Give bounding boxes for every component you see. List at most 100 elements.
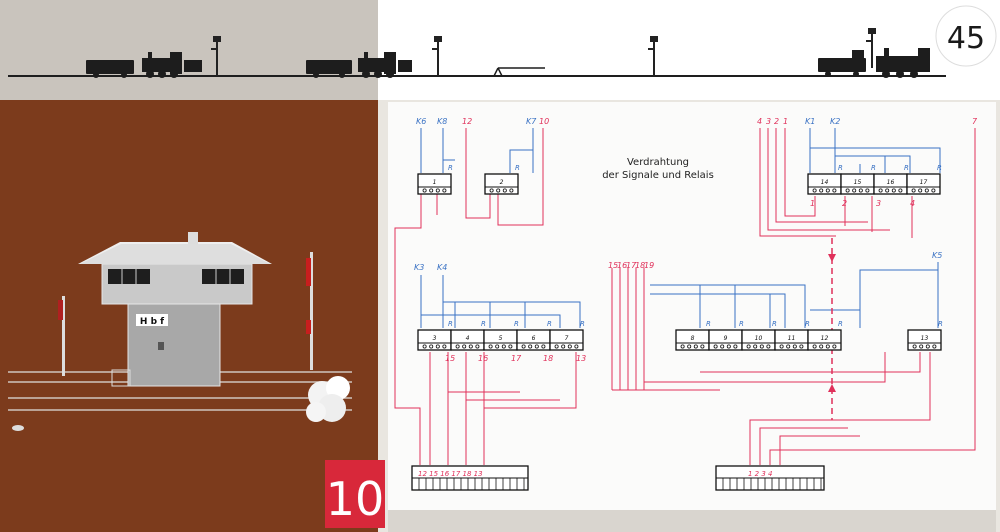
wire-label: 19: [644, 261, 654, 270]
relay-terminal-label: R: [448, 164, 453, 172]
page-number-badge: 45: [935, 5, 997, 67]
relay-terminal-label: R: [580, 320, 585, 328]
wire-label: K4: [437, 263, 447, 272]
relay-module: 7R: [549, 320, 585, 351]
wire-label: 17: [626, 261, 637, 270]
relay-module: 1R: [417, 164, 453, 195]
diagram-title-line2: der Signale und Relais: [602, 170, 714, 181]
relay-module: 16 R: [873, 164, 909, 195]
wire-label: 15: [608, 261, 618, 270]
terminal-strip: 1 2 3 4: [715, 465, 825, 491]
wire-label: 4: [910, 199, 915, 208]
wire-label: 18: [635, 261, 645, 270]
wire-label: 16: [617, 261, 627, 270]
red-wires: [394, 128, 976, 465]
scene-bush: [306, 376, 350, 422]
relay-module: 4R: [450, 320, 486, 351]
diagram-title-line1: Verdrahtung: [627, 157, 689, 168]
wire-label: 1: [783, 117, 788, 126]
relay-number: 8: [691, 335, 695, 342]
relay-terminal-label: R: [871, 164, 876, 172]
relay-module: 17 R: [906, 164, 942, 195]
wire-label-group-top-right: 4 3 2 1 K1 K2 7: [757, 117, 978, 126]
terminal-strip-label: 12 15 16 17 18 13: [418, 470, 483, 478]
relay-terminal-label: R: [448, 320, 453, 328]
diagram-panel: [388, 102, 996, 510]
relay-number: 7: [565, 335, 569, 342]
relay-module: 2R: [484, 164, 520, 195]
relay-terminal-label: R: [937, 164, 942, 172]
wire-label: 2: [774, 117, 779, 126]
relay-number: 14: [821, 179, 829, 186]
wire-label-group-top-left: K6 K8 12 K7 10: [416, 117, 549, 126]
relay-module: 9R: [708, 320, 744, 351]
blue-wires: [420, 128, 941, 328]
wire-label: 1: [810, 199, 815, 208]
banner-white-band: [378, 0, 1000, 100]
relay-number: 16: [887, 179, 895, 186]
wire-label: 18: [543, 354, 553, 363]
wire-label: 3: [876, 199, 881, 208]
relay-number: 5: [499, 335, 503, 342]
wire-label: K6: [416, 117, 426, 126]
wire-label-group-relay-upper: 1 2 3 4: [810, 199, 915, 208]
chapter-box: [325, 460, 385, 528]
wire-label: K7: [526, 117, 537, 126]
wire-label: K1: [805, 117, 815, 126]
wire-label: 3: [766, 117, 771, 126]
scene-signal-left: [58, 296, 65, 376]
scene-signal-right: [306, 252, 313, 370]
relay-module: 13 R: [907, 320, 943, 351]
relay-number: 13: [921, 335, 929, 342]
relay-terminal-label: R: [547, 320, 552, 328]
relay-module: 12 R: [807, 320, 843, 351]
relay-module: 5R: [483, 320, 519, 351]
relay-number: 12: [821, 335, 829, 342]
wire-label: K5: [932, 251, 942, 260]
wire-label: 7: [972, 117, 978, 126]
relay-terminal-label: R: [938, 320, 943, 328]
wire-label: 17: [511, 354, 522, 363]
wire-label: K3: [414, 263, 424, 272]
buffer-stop: [493, 67, 545, 77]
relay-number: 9: [724, 335, 728, 342]
wire-label: 13: [576, 354, 586, 363]
relay-module: 14 R: [807, 164, 843, 195]
scene-stone: [12, 425, 24, 431]
train-2: [306, 52, 412, 78]
terminal-strip-label: 1 2 3 4: [748, 470, 773, 478]
wire-label: 4: [757, 117, 762, 126]
relay-number: 3: [433, 335, 437, 342]
wire-label: 16: [478, 354, 488, 363]
wire-label: 10: [539, 117, 549, 126]
relay-module: 8R: [675, 320, 711, 351]
wire-label: K8: [437, 117, 447, 126]
relay-terminal-label: R: [838, 164, 843, 172]
relay-terminal-label: R: [481, 320, 486, 328]
page-number: 45: [947, 21, 985, 56]
relay-terminal-label: R: [739, 320, 744, 328]
wire-label: 2: [842, 199, 847, 208]
wire-label-group-mid: K3 K4 15 16 17 18 19 K5: [414, 251, 942, 272]
terminal-strip: 12 15 16 17 18 13: [411, 465, 529, 491]
banner-grey-band: [0, 0, 378, 100]
relay-number: 17: [920, 179, 928, 186]
relay-terminal-label: R: [706, 320, 711, 328]
signal-box-sign: H b f: [140, 317, 164, 327]
relay-number: 11: [788, 335, 796, 342]
relay-terminal-label: R: [515, 164, 520, 172]
relay-number: 10: [755, 335, 763, 342]
wire-label: 15: [445, 354, 455, 363]
dashed-relay-link: [828, 238, 836, 420]
relay-terminal-label: R: [772, 320, 777, 328]
relay-number: 15: [854, 179, 862, 186]
terminal-strips: 12 15 16 17 18 13 1 2 3 4: [411, 465, 825, 491]
train-1: [86, 52, 202, 78]
relay-number: 2: [500, 179, 504, 186]
relay-terminal-label: R: [838, 320, 843, 328]
wire-label: K2: [830, 117, 840, 126]
relay-terminal-label: R: [904, 164, 909, 172]
chapter-number: 10: [326, 472, 385, 526]
